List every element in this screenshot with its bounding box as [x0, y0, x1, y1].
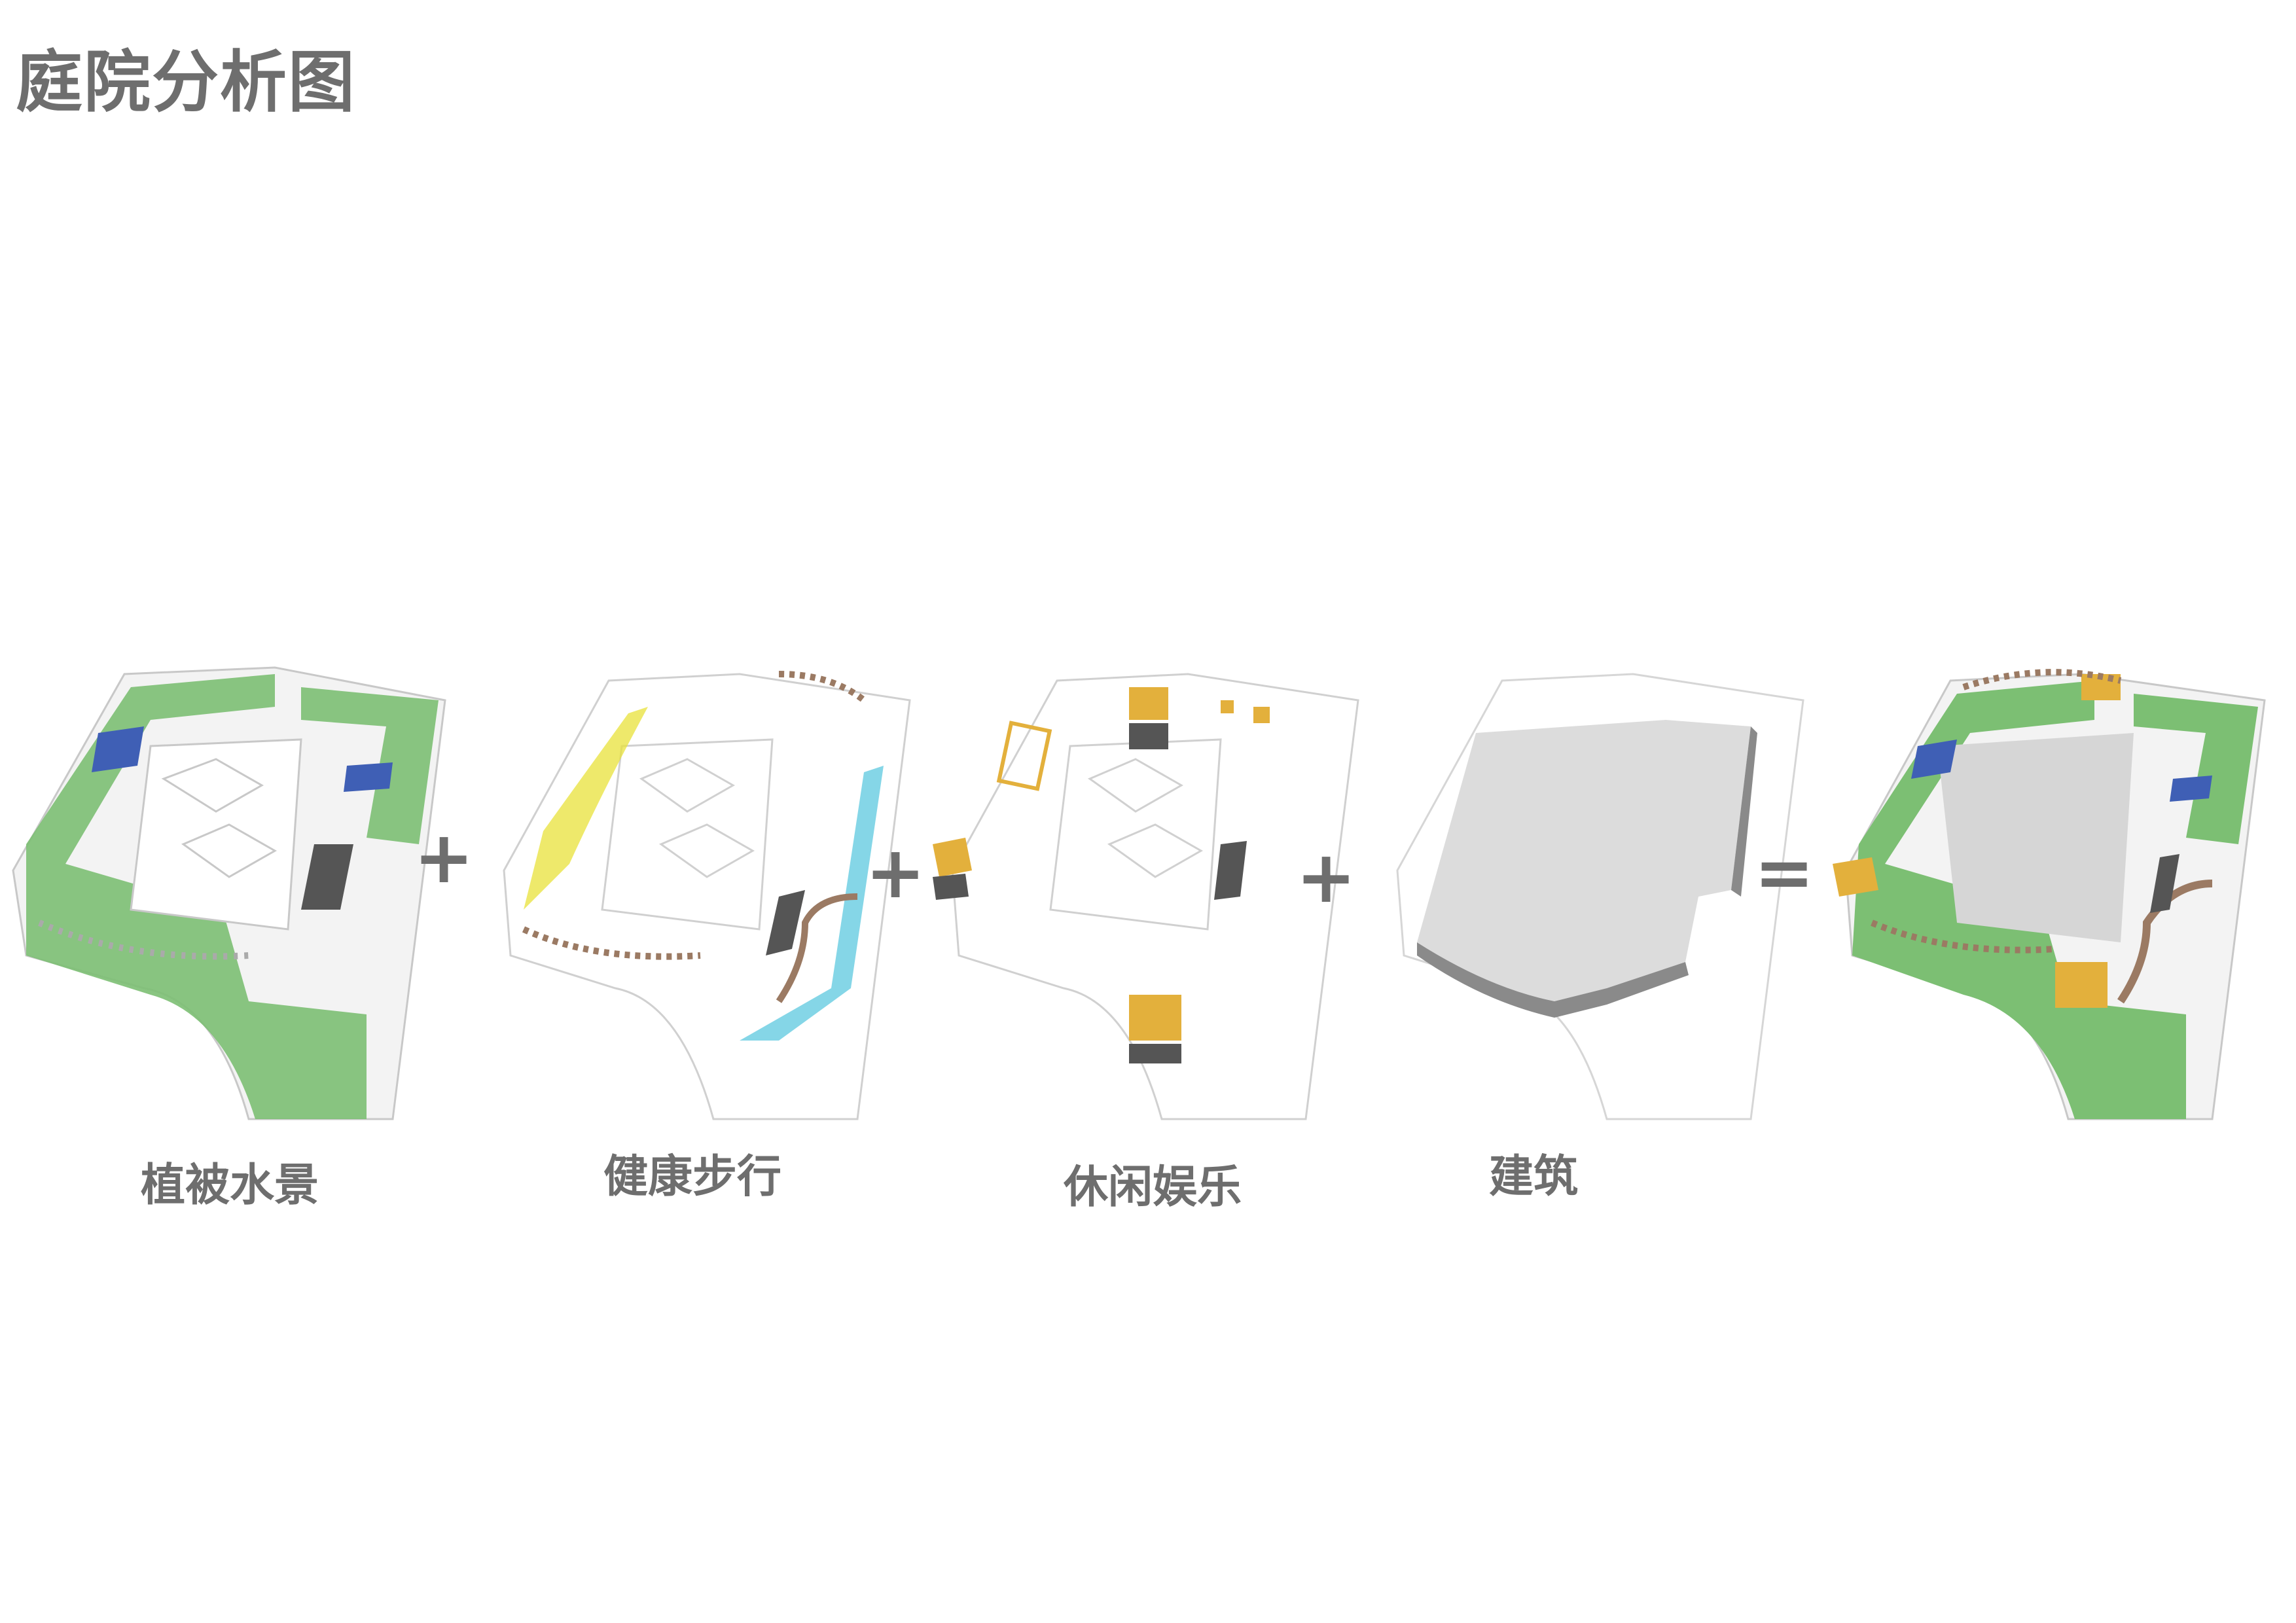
panel-combined	[1806, 648, 2296, 1145]
label-vegetation-water: 植被水景	[141, 1149, 319, 1213]
operator-equals: =	[1754, 836, 1814, 908]
combined-plan	[1806, 648, 2296, 1145]
label-walking: 健康步行	[603, 1140, 781, 1205]
page-title: 庭院分析图	[16, 29, 356, 125]
label-leisure: 休闲娱乐	[1064, 1150, 1242, 1215]
operator-plus-3: +	[1296, 841, 1356, 913]
label-building: 建筑	[1489, 1140, 1578, 1205]
